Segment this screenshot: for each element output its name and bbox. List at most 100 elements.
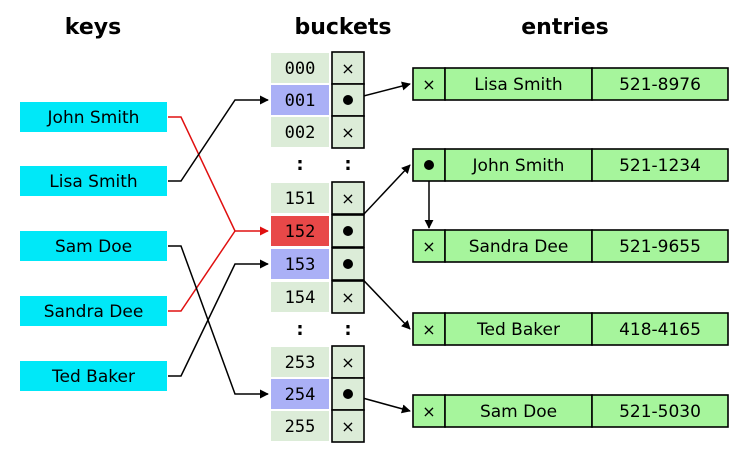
key-ted-baker: Ted Baker [20,361,167,391]
bucket-000: 000 × [271,51,365,85]
key-label: Lisa Smith [49,172,137,192]
entry-john-smith: John Smith 521-1234 [412,148,729,182]
key-label: Ted Baker [51,367,135,387]
ellipsis-marker: : [344,154,351,175]
pointer-dot-icon [343,95,353,105]
key-box [20,296,167,326]
entry-sam-doe: × Sam Doe 521-5030 [412,394,729,428]
bucket-153: 153 [271,247,365,281]
entry-sandra-dee: × Sandra Dee 521-9655 [412,229,729,263]
bucket-slot [331,115,365,149]
entry-name-cell [444,67,593,101]
keys-header: keys [65,15,121,40]
entry-phone: 418-4165 [619,320,701,340]
key-box [20,361,167,391]
ellipsis-marker: : [296,319,303,340]
bucket-index-label: 254 [285,385,316,405]
bucket-index-label: 001 [285,91,316,111]
null-mark-icon: × [422,320,435,339]
null-mark-icon: × [422,402,435,421]
bucket-index-box [271,53,329,83]
key-label: Sandra Dee [44,302,144,322]
entry-phone-cell [591,229,729,263]
bucket-index-label: 153 [285,255,316,275]
bucket-253: 253 × [271,345,365,379]
null-mark-icon: × [341,353,354,372]
pointer-dot-icon [343,259,353,269]
key-box [20,231,167,261]
entry-name: Sandra Dee [469,237,569,257]
bucket-151: 151 × [271,181,365,215]
entry-name: Ted Baker [476,320,560,340]
key-sam-doe: Sam Doe [20,231,167,261]
entry-next-slot [412,67,446,101]
bucket-slot [331,51,365,85]
ellipsis-marker: : [296,154,303,175]
bucket-index-label: 253 [285,353,316,373]
key-lisa-smith: Lisa Smith [20,166,167,196]
entry-next-slot [412,394,446,428]
null-mark-icon: × [341,123,354,142]
bucket-index-label: 000 [285,59,316,79]
entry-phone-cell [591,394,729,428]
bucket-slot [331,409,365,443]
entry-name: Lisa Smith [474,75,562,95]
null-mark-icon: × [422,237,435,256]
pointer-dot-icon [343,226,353,236]
bucket-index-box [271,282,329,312]
null-mark-icon: × [341,59,354,78]
bucket-index-label: 154 [285,288,316,308]
ellipsis-marker: : [344,319,351,340]
bucket-index-box [271,411,329,441]
entry-phone-cell [591,67,729,101]
bucket-index-box [271,183,329,213]
bucket-002: 002 × [271,115,365,149]
entry-phone: 521-1234 [619,156,701,176]
entry-phone-cell [591,312,729,346]
bucket-index-box [271,347,329,377]
hash-line-ted-baker [168,259,269,377]
bucket-index-label: 002 [285,123,316,143]
key-box [20,166,167,196]
entry-phone: 521-9655 [619,237,701,257]
entry-name-cell [444,312,593,346]
hash-line-sandra-dee [168,230,236,312]
key-label: John Smith [47,108,140,128]
pointer-dot-icon [424,160,434,170]
bucket-index-box [271,379,329,409]
entry-phone: 521-5030 [619,402,701,422]
entry-phone: 521-8976 [619,75,701,95]
hash-line-john-smith [168,116,269,236]
bucket-154: 154× [271,280,365,314]
bucket-index-label: 255 [285,417,316,437]
entry-ted-baker: × Ted Baker 418-4165 [412,312,729,346]
hash-line-lisa-smith [168,95,269,182]
key-john-smith: John Smith [20,102,167,132]
bucket-index-box [271,117,329,147]
bucket-index-label: 151 [285,189,316,209]
null-mark-icon: × [341,189,354,208]
bucket-index-label: 152 [285,222,316,242]
entries-header: entries [521,15,609,40]
bucket-index-box [271,85,329,115]
bucket-152: 152 [271,214,365,248]
key-box [20,102,167,132]
buckets-header: buckets [294,15,391,40]
bucket-001: 001 [271,83,365,117]
pointer-dot-icon [343,389,353,399]
bucket-255: 255 × [271,409,365,443]
entry-name-cell [444,229,593,263]
entry-name: Sam Doe [480,402,557,422]
key-label: Sam Doe [55,237,132,257]
entry-name: John Smith [472,156,565,176]
bucket-index-box [271,216,329,246]
bucket-254: 254 [271,377,365,411]
bucket-slot [331,280,365,314]
bucket-index-box [271,249,329,279]
null-mark-icon: × [341,417,354,436]
null-mark-icon: × [422,75,435,94]
